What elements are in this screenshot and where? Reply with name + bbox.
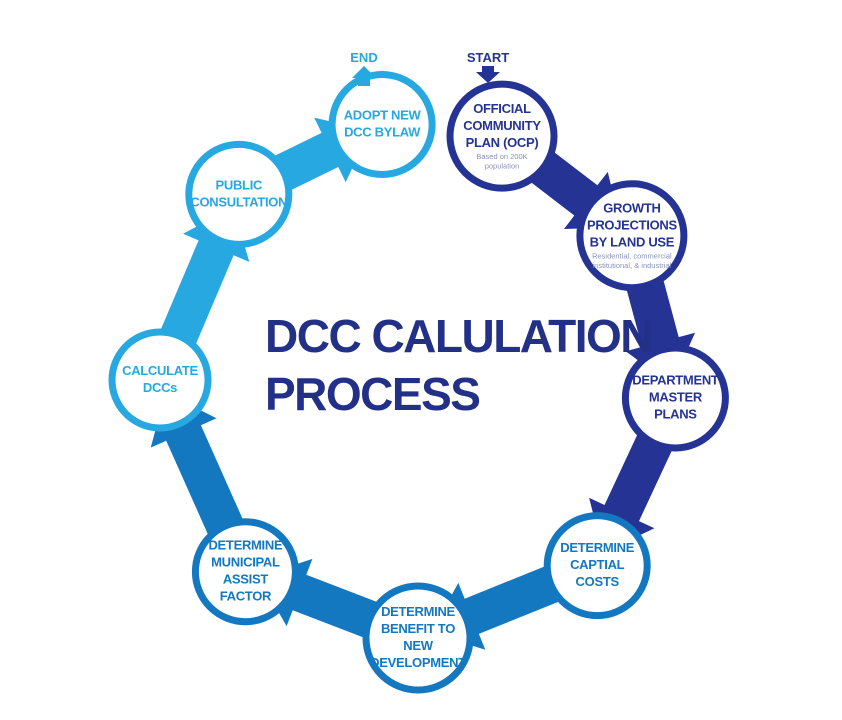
step-label-line: NEW bbox=[403, 638, 433, 653]
step-label-line: FACTOR bbox=[220, 589, 272, 604]
step-label-line: DETERMINE bbox=[381, 604, 455, 619]
step-label-line: DCC BYLAW bbox=[344, 125, 421, 140]
step-label-line: CAPTIAL bbox=[570, 557, 625, 572]
step-note-line: institutional, & industrial bbox=[593, 261, 672, 270]
step-node-calculate: CALCULATE DCCs bbox=[108, 328, 212, 432]
step-node-ocp: OFFICIAL COMMUNITY PLAN (OCP) Based on 200K… bbox=[446, 80, 558, 192]
step-label-line: ADOPT NEW bbox=[344, 108, 422, 123]
end-marker: END bbox=[350, 50, 378, 86]
step-node-assist-factor: DETERMINE MUNICIPAL ASSIST FACTOR bbox=[191, 518, 299, 626]
step-node-capital-costs: DETERMINE CAPTIAL COSTS bbox=[543, 512, 651, 620]
step-note-line: Based on 200K bbox=[476, 152, 527, 161]
flow-arrow-calculate-to-consultation bbox=[150, 207, 250, 369]
step-circle bbox=[543, 512, 651, 620]
flow-arrow-assist-factor-to-calculate bbox=[150, 392, 255, 562]
end-label: END bbox=[350, 50, 377, 65]
start-marker: START bbox=[467, 50, 509, 83]
step-label-line: DEVELOPMENT bbox=[370, 655, 466, 670]
step-circle bbox=[185, 140, 293, 248]
step-label-line: CALCULATE bbox=[122, 363, 198, 378]
step-label-line: BENEFIT TO bbox=[381, 621, 455, 636]
step-label-line: DETERMINE bbox=[560, 540, 634, 555]
step-label-line: PUBLIC bbox=[216, 177, 264, 192]
step-label-line: PROJECTIONS bbox=[587, 218, 678, 233]
step-circle bbox=[328, 71, 436, 178]
step-node-consultation: PUBLIC CONSULTATION bbox=[185, 140, 293, 248]
step-label-line: CONSULTATION bbox=[190, 194, 287, 209]
step-circle bbox=[108, 328, 212, 432]
step-label-line: DCCs bbox=[143, 380, 177, 395]
step-label-line: ASSIST bbox=[223, 572, 269, 587]
step-label-line: PLAN (OCP) bbox=[466, 135, 539, 150]
step-nodes: OFFICIAL COMMUNITY PLAN (OCP) Based on 200K… bbox=[108, 71, 729, 694]
step-circle bbox=[576, 180, 688, 292]
step-label-line: COSTS bbox=[576, 574, 620, 589]
step-label-line: DETERMINE bbox=[208, 538, 282, 553]
start-arrow-icon bbox=[476, 66, 500, 83]
step-label-line: MUNICIPAL bbox=[211, 555, 280, 570]
step-label-line: OFFICIAL bbox=[473, 101, 531, 116]
diagram-title-line-2: PROCESS bbox=[265, 368, 479, 420]
step-circle bbox=[621, 344, 729, 452]
step-label-line: GROWTH bbox=[603, 201, 660, 216]
step-circle bbox=[362, 582, 474, 694]
step-note-line: Residential, commercial bbox=[592, 252, 672, 261]
step-note-line: population bbox=[485, 162, 520, 171]
step-node-growth: GROWTH PROJECTIONS BY LAND USE Residential,… bbox=[576, 180, 688, 292]
step-circle bbox=[446, 80, 558, 192]
step-node-master-plans: DEPARTMENT MASTER PLANS bbox=[621, 344, 729, 452]
step-label-line: COMMUNITY bbox=[463, 118, 541, 133]
step-node-adopt: ADOPT NEW DCC BYLAW bbox=[328, 71, 436, 178]
end-arrow-icon bbox=[352, 66, 376, 86]
step-label-line: PLANS bbox=[654, 407, 697, 422]
step-label-line: BY LAND USE bbox=[590, 235, 675, 250]
step-node-benefit: DETERMINE BENEFIT TO NEW DEVELOPMENT bbox=[362, 582, 474, 694]
step-label-line: MASTER bbox=[649, 390, 703, 405]
step-label-line: DEPARTMENT bbox=[632, 373, 719, 388]
step-circle bbox=[191, 518, 299, 626]
start-label: START bbox=[467, 50, 509, 65]
diagram-title-line-1: DCC CALULATION bbox=[265, 310, 652, 362]
